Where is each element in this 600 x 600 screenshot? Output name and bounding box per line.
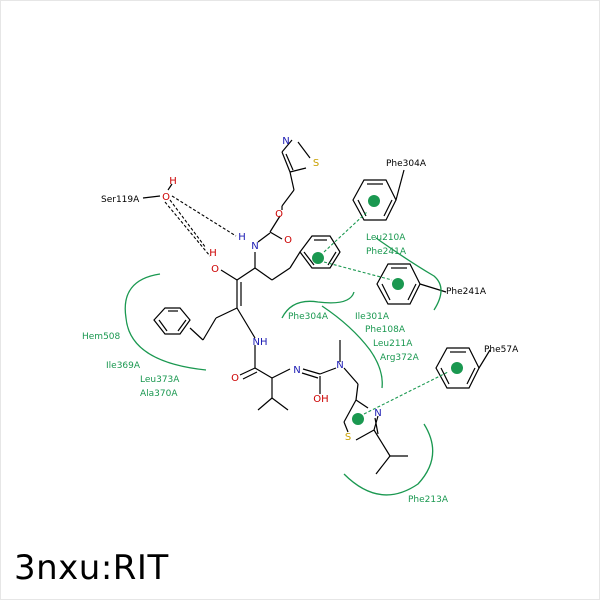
carbamate-group xyxy=(257,215,283,243)
atom-n-urea: N xyxy=(293,365,300,376)
atom-h-carbamate: H xyxy=(238,232,246,243)
hydrophobic-arc-bottom xyxy=(343,423,434,496)
backbone-chain xyxy=(189,251,359,411)
ring-centroid-ligand-benzene xyxy=(312,252,324,264)
residue-label-phe108: Phe108A xyxy=(365,325,406,335)
residue-label-phe304-top: Phe304A xyxy=(386,159,427,169)
residue-labels: Ser119A Phe304A Phe241A Phe57A Leu210A P… xyxy=(82,159,519,505)
residue-ring-phe241 xyxy=(376,263,447,305)
atom-labels: N S O O N H O H O H NH O N OH N N S xyxy=(162,136,382,443)
atom-s-thiazole-top: S xyxy=(313,158,319,169)
ring-centroid-ligand-thiazole xyxy=(352,413,364,425)
residue-label-leu211: Leu211A xyxy=(373,339,413,349)
residue-label-phe241-green: Phe241A xyxy=(366,247,407,257)
hydrogen-bond-lines xyxy=(142,183,237,257)
residue-label-leu210: Leu210A xyxy=(366,233,406,243)
ring-centroid-phe304 xyxy=(368,195,380,207)
atom-n-carbamate: N xyxy=(251,241,258,252)
residue-label-ala370: Ala370A xyxy=(140,389,178,399)
residue-label-ile369: Ile369A xyxy=(106,361,141,371)
atom-h-water: H xyxy=(169,176,177,187)
atom-o-carbamate-ether: O xyxy=(275,209,283,220)
atom-n-thiazole-top: N xyxy=(282,136,289,147)
residue-label-phe213: Phe213A xyxy=(408,495,449,505)
atom-o-water: O xyxy=(162,192,170,203)
atom-n-urea-methyl: N xyxy=(336,360,343,371)
residue-label-phe57: Phe57A xyxy=(484,345,519,355)
atom-n-thiazole-bottom: N xyxy=(374,408,381,419)
hydrophobic-arc-right xyxy=(321,305,383,389)
diagram-title: 3nxu:RIT xyxy=(14,548,169,588)
residue-label-ser119: Ser119A xyxy=(101,195,140,205)
atom-n-amide: NH xyxy=(253,337,268,348)
benzene-ring-center xyxy=(299,235,341,269)
residue-label-hem508: Hem508 xyxy=(82,332,121,342)
atom-s-thiazole-bottom: S xyxy=(345,432,351,443)
hydrophobic-arc-top-right xyxy=(375,237,442,311)
residue-label-phe241-right: Phe241A xyxy=(446,287,487,297)
hydrophobic-arc-center xyxy=(281,291,355,319)
ring-centroid-phe57 xyxy=(451,362,463,374)
hydrophobic-arcs xyxy=(124,237,442,496)
residue-label-phe304-green: Phe304A xyxy=(288,312,329,322)
atom-o-hydroxyl: O xyxy=(211,264,219,275)
atom-h-hydroxyl: H xyxy=(209,248,217,259)
atom-o-amide: O xyxy=(231,373,239,384)
thiazole-ring-top xyxy=(281,139,311,210)
hydrophobic-arc-left xyxy=(124,273,207,371)
benzene-ring-left xyxy=(153,307,191,335)
atom-o-urea: OH xyxy=(313,394,328,405)
atom-o-carbamate-carbonyl: O xyxy=(284,235,292,246)
ring-centroid-phe241 xyxy=(392,278,404,290)
pi-stacking-lines xyxy=(323,211,449,415)
thiazole-ring-bottom xyxy=(343,399,408,475)
residue-label-leu373: Leu373A xyxy=(140,375,180,385)
residue-label-arg372: Arg372A xyxy=(380,353,420,363)
residue-ring-phe304 xyxy=(352,169,405,221)
residue-label-ile301: Ile301A xyxy=(355,312,390,322)
residue-ring-phe57 xyxy=(435,347,491,389)
